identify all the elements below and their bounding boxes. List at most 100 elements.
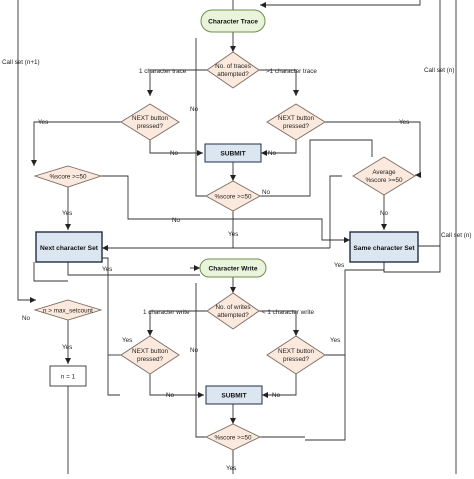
process-shape [205,385,263,405]
node-next-pressed-left-top: NEXT button pressed? [120,103,180,141]
no-label: No [172,217,181,224]
node-average-score: Average %score >=50 [352,156,416,196]
edge-left-next-no [149,140,203,156]
max-setcount-label: n > max_setcount [43,308,93,315]
decision-shape [120,335,180,375]
process-shape [49,365,87,387]
yes-label: Yes [62,344,72,351]
edge-trace-no-bypass [195,38,213,197]
score-center-top-label: %score >=50 [214,194,252,201]
no-label: No [166,392,175,399]
decision-shape [33,165,103,188]
character-trace-label: Character Trace [208,19,258,26]
next-pressed-line1: NEXT button [278,115,314,122]
yes-label: Yes [62,210,72,217]
character-write-label: Character Write [209,266,258,273]
process-shape [35,231,103,263]
writes-attempted-line1: No. of writes [216,304,251,311]
traces-attempted-line1: No. of traces [215,63,251,70]
yes-label: Yes [399,119,409,126]
no-label: No [272,392,281,399]
edge-lt1-write [259,310,299,336]
decision-shape [206,51,260,89]
next-pressed-line1: NEXT button [132,115,168,122]
node-next-character-set: Next character Set [35,231,103,263]
average-score-line1: Average [372,169,396,176]
n-equals-1-label: n = 1 [61,374,76,381]
edge-top-right-loop [262,0,421,6]
edge-sameset-loop [383,0,441,273]
next-pressed-line2: pressed? [137,356,163,363]
edge-multi-trace [259,69,299,96]
node-submit-top: SUBMIT [204,143,262,163]
node-next-pressed-right-top: NEXT button pressed? [266,103,326,141]
edge-right-next-yes [325,121,421,178]
decision-shape [266,335,326,375]
next-pressed-line1: NEXT button [132,348,168,355]
node-score-center-top: %score >=50 [205,180,261,212]
call-set-n-far-label: Call set (n) [441,232,471,239]
gt1-char-trace-label: >1 character trace [266,68,317,75]
node-traces-attempted: No. of traces attempted? [206,51,260,89]
yes-label: Yes [102,266,112,273]
decision-shape [204,423,262,451]
edge-one-write [147,310,207,336]
edge-one-trace [147,69,207,96]
node-same-character-set: Same character Set [349,231,419,263]
no-label: No [22,315,31,322]
terminator-shape [199,258,267,278]
node-max-setcount: n > max_setcount [33,299,103,321]
decision-shape [266,103,326,141]
next-character-set-label: Next character Set [40,245,99,252]
node-next-pressed-right-bottom: NEXT button pressed? [266,335,326,375]
node-submit-bottom: SUBMIT [205,385,263,405]
edge-right-next-no [261,140,297,156]
edge-average-yes [329,175,342,248]
submit-top-label: SUBMIT [220,151,245,158]
node-character-trace: Character Trace [200,9,266,33]
decision-shape [205,180,261,212]
no-label: No [380,210,389,217]
one-char-write-label: 1 character write [143,309,190,316]
next-pressed-line2: pressed? [283,123,309,130]
edge-labels: Call set (n+1) Call set (n) Call set (n)… [2,59,471,472]
submit-bottom-label: SUBMIT [221,393,246,400]
next-pressed-line1: NEXT button [278,348,314,355]
edge-to-max [33,262,68,282]
yes-label: Yes [330,337,340,344]
average-score-line2: %score >=50 [365,177,403,184]
process-shape [204,143,262,163]
no-label: No [268,150,277,157]
node-score-left-top: %score >=50 [33,165,103,188]
yes-label: Yes [334,262,344,269]
process-shape [349,231,419,263]
node-n-equals-1: n = 1 [49,365,87,387]
edge-left-score-no [101,175,350,243]
node-score-center-bottom: %score >=50 [204,423,262,451]
edge-nextset-down [67,262,200,276]
edge-nextset-yes-bottom [102,257,120,396]
yes-label: Yes [226,465,236,472]
one-char-trace-label: 1 character trace [139,68,187,75]
node-writes-attempted: No. of writes attempted? [206,292,260,330]
yes-label: Yes [38,119,48,126]
edge-call-set-n1 [17,0,36,303]
no-label: No [190,106,199,113]
next-pressed-line2: pressed? [137,123,163,130]
edge-bl-next-no [149,374,204,398]
node-character-write: Character Write [199,258,267,278]
next-pressed-line2: pressed? [283,356,309,363]
lt1-char-write-label: < 1 character write [262,309,314,316]
writes-attempted-line2: attempted? [217,312,249,319]
same-character-set-label: Same character Set [353,245,415,252]
traces-attempted-line2: attempted? [217,71,249,78]
no-label: No [262,189,271,196]
edges [17,0,457,474]
edge-write-no-bypass [195,283,213,438]
yes-label: Yes [228,231,238,238]
call-set-n-label: Call set (n) [424,67,454,74]
decision-shape [33,299,103,321]
edge-left-next-yes [31,121,121,166]
score-left-top-label: %score >=50 [49,174,87,181]
